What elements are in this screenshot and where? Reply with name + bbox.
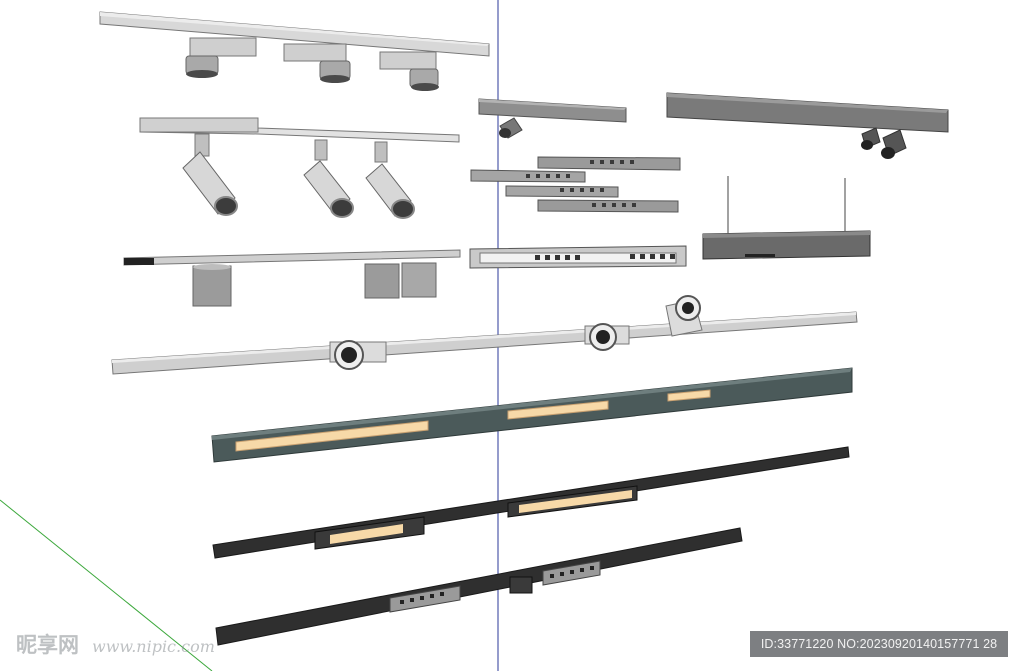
watermark-site-name: 昵享网 <box>16 633 79 657</box>
track-light-group-3[interactable] <box>123 249 461 307</box>
site-watermark: 昵享网 www.nipic.com <box>16 633 215 657</box>
bottom-black-rail[interactable] <box>215 527 743 646</box>
long-silver-track[interactable] <box>111 295 858 375</box>
round-spotlight <box>665 295 703 337</box>
round-spotlight <box>329 340 387 370</box>
cylinder-spotlight <box>182 133 238 216</box>
cylinder-spotlight <box>365 141 415 219</box>
green-axis-line <box>0 499 213 671</box>
spotlight-head <box>283 43 351 83</box>
cylinder-spotlight <box>303 139 354 218</box>
track-light-group-1[interactable] <box>99 11 490 91</box>
image-id-badge: ID:33771220 NO:20230920140157771 28 <box>750 631 1008 657</box>
dark-bar-with-spots[interactable] <box>666 92 949 159</box>
spotlight-head <box>185 37 257 78</box>
recessed-grille-fixture[interactable] <box>469 245 687 269</box>
black-rail-with-leds[interactable] <box>212 446 850 559</box>
teal-magnetic-rail[interactable] <box>211 367 853 463</box>
watermark-url: www.nipic.com <box>92 637 215 656</box>
linear-fixture-with-spot[interactable] <box>478 98 627 139</box>
pendant-linear-fixture[interactable] <box>702 176 871 260</box>
round-spotlight <box>584 323 630 351</box>
spotlight-head <box>379 51 439 91</box>
track-light-group-2[interactable] <box>139 117 460 219</box>
grille-fixture-group[interactable] <box>470 156 681 213</box>
